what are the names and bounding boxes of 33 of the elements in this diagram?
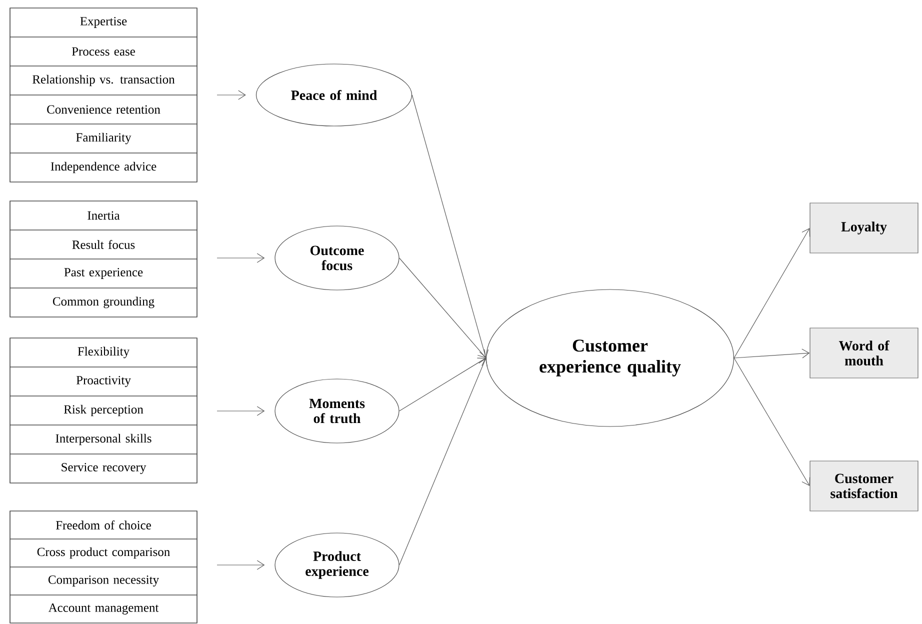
arrow <box>216 406 265 416</box>
factor-cell: Flexibility <box>10 338 198 368</box>
factor-cell: Common grounding <box>10 288 198 318</box>
factor-cell: Service recovery <box>10 454 198 484</box>
factor-cell: Proactivity <box>10 366 198 396</box>
factor-cell: Expertise <box>10 8 198 38</box>
factor-cell: Past experience <box>10 258 198 288</box>
arrow <box>412 94 489 358</box>
factor-cell: Convenience retention <box>10 94 198 124</box>
factor-cell: Interpersonal skills <box>10 424 198 454</box>
arrow <box>399 358 486 412</box>
arrow <box>216 560 265 570</box>
arrow <box>216 253 265 263</box>
factor-cell: Inertia <box>10 200 198 230</box>
arrow <box>734 228 810 358</box>
factor-cell: Relationship vs. transaction <box>10 66 198 96</box>
factor-cell: Familiarity <box>10 124 198 154</box>
arrow <box>399 258 486 358</box>
arrow <box>399 358 488 566</box>
factor-cell: Freedom of choice <box>10 510 198 540</box>
factor-cell: Process ease <box>10 36 198 66</box>
arrow <box>734 358 810 486</box>
arrow <box>216 90 246 100</box>
factor-cell: Independence advice <box>10 152 198 182</box>
arrow <box>734 348 810 358</box>
factor-cell: Risk perception <box>10 396 198 426</box>
factor-cell: Account management <box>10 594 198 624</box>
outcome-box: Loyalty <box>810 202 918 254</box>
outcome-box: Word of mouth <box>810 328 918 378</box>
factor-cell: Cross product comparison <box>10 538 198 568</box>
factor-cell: Comparison necessity <box>10 566 198 596</box>
outcome-box: Customer satisfaction <box>810 460 918 512</box>
factor-cell: Result focus <box>10 230 198 260</box>
